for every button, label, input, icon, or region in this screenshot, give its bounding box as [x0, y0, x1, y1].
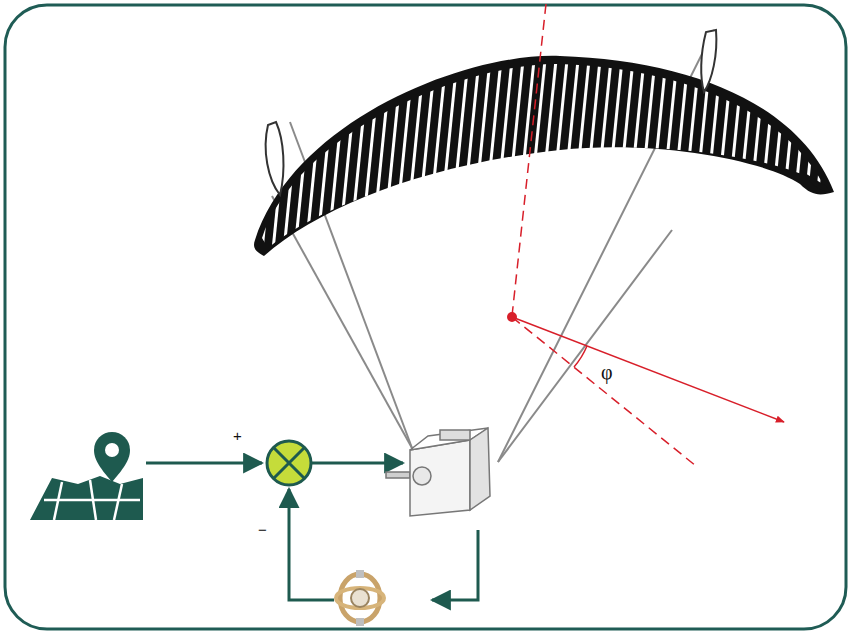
servo-motor: [386, 428, 490, 516]
frame: [5, 5, 846, 629]
sign-label: +: [233, 428, 242, 445]
summing-junction: [267, 441, 311, 485]
heading-angle: [507, 4, 784, 466]
map-icon: [30, 432, 143, 520]
sign-label: −: [258, 522, 267, 539]
angle-symbol: φ: [601, 361, 613, 383]
gyroscope-icon: [336, 570, 384, 626]
paraglider-wing: [228, 30, 834, 260]
